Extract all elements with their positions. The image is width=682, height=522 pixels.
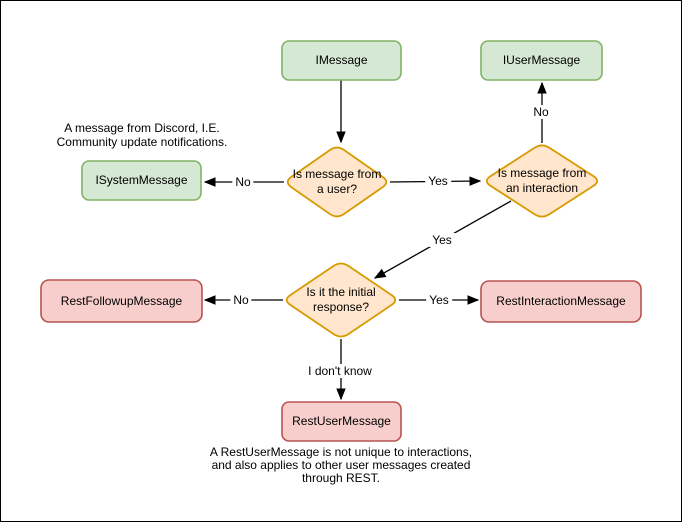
isystemmessage-note-text: A message from Discord, I.E. Community u…: [56, 121, 228, 149]
edge-label-from-interaction-yes: Yes: [429, 233, 455, 247]
restusermessage-note-text: A RestUserMessage is not unique to inter…: [209, 445, 473, 485]
node-isystemmessage-shape: [81, 160, 202, 201]
edge-label-initial-unknown: I don't know: [305, 364, 375, 378]
edge-label-from-user-no: No: [232, 175, 254, 189]
isystemmessage-note: A message from Discord, I.E. Community u…: [32, 121, 252, 149]
edge-label-initial-no: No: [230, 293, 252, 307]
restusermessage-note: A RestUserMessage is not unique to inter…: [181, 446, 501, 485]
node-restfollowupmessage-shape: [40, 279, 203, 323]
decision-is-from-interaction-shape: [485, 144, 599, 218]
decision-is-initial-response-shape: [285, 262, 397, 338]
node-restinteractionmessage-shape: [480, 280, 642, 323]
node-iusermessage-shape: [480, 40, 603, 81]
edge-label-from-user-yes: Yes: [425, 174, 451, 188]
edge-label-from-interaction-no: No: [530, 105, 552, 119]
node-restusermessage-shape: [281, 401, 402, 442]
decision-is-from-user-shape: [286, 146, 388, 218]
edge-label-initial-yes: Yes: [426, 293, 452, 307]
node-imessage-shape: [281, 40, 402, 81]
